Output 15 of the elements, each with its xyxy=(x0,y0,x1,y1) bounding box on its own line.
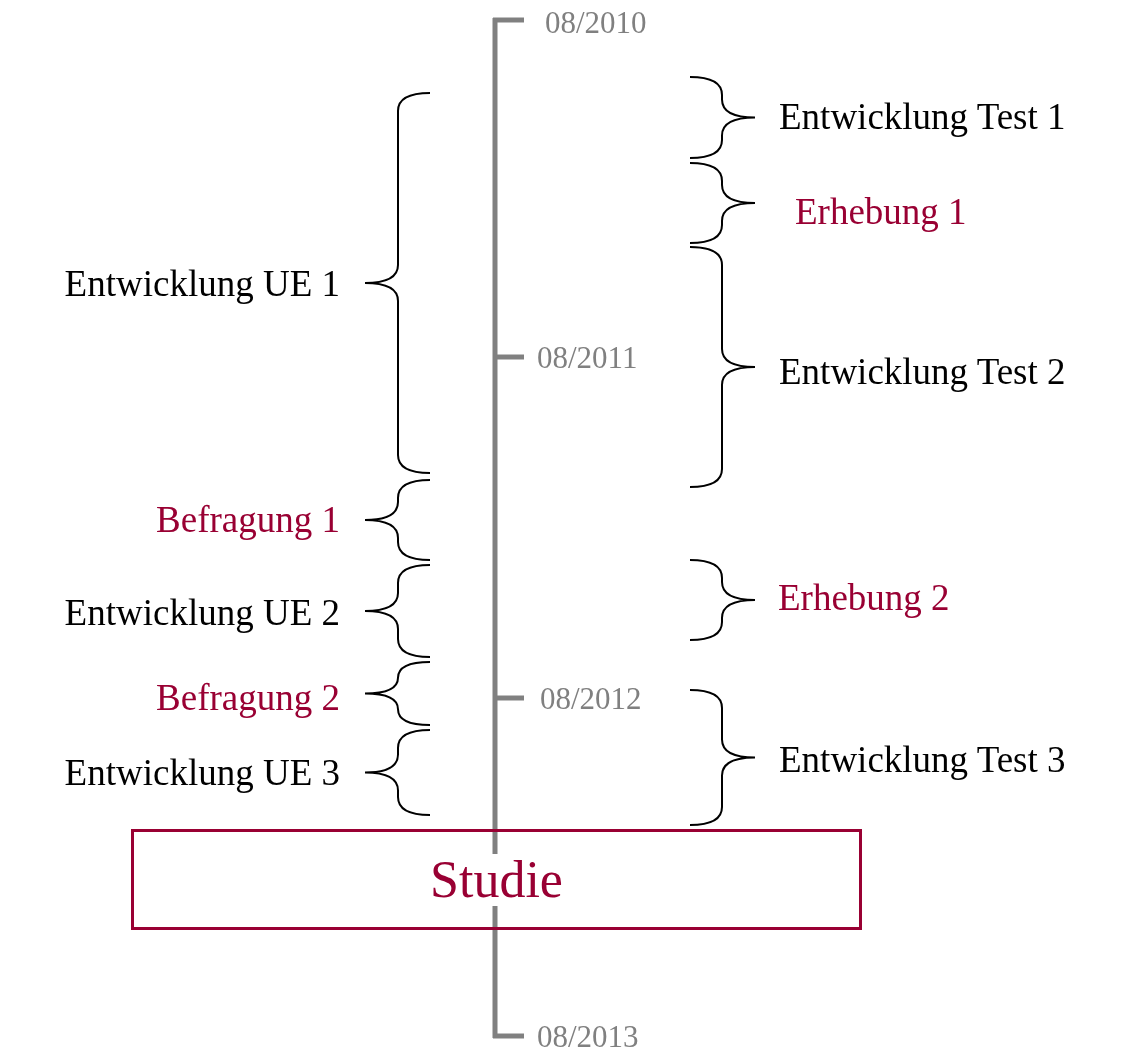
phase-label: Entwicklung Test 3 xyxy=(779,740,1066,778)
date-label: 08/2011 xyxy=(537,341,638,373)
phase-label: Entwicklung Test 1 xyxy=(779,97,1066,135)
phase-label: Entwicklung UE 2 xyxy=(64,593,340,631)
phase-label: Erhebung 2 xyxy=(778,578,950,616)
phase-label: Erhebung 1 xyxy=(795,192,967,230)
date-label: 08/2010 xyxy=(545,6,647,38)
date-label: 08/2013 xyxy=(537,1020,639,1052)
date-label: 08/2012 xyxy=(540,682,642,714)
study-box xyxy=(131,829,862,930)
phase-label: Entwicklung UE 3 xyxy=(64,753,340,791)
phase-label: Entwicklung Test 2 xyxy=(779,352,1066,390)
phase-label: Befragung 2 xyxy=(156,678,340,716)
phase-label: Befragung 1 xyxy=(156,500,340,538)
phase-label: Entwicklung UE 1 xyxy=(64,264,340,302)
